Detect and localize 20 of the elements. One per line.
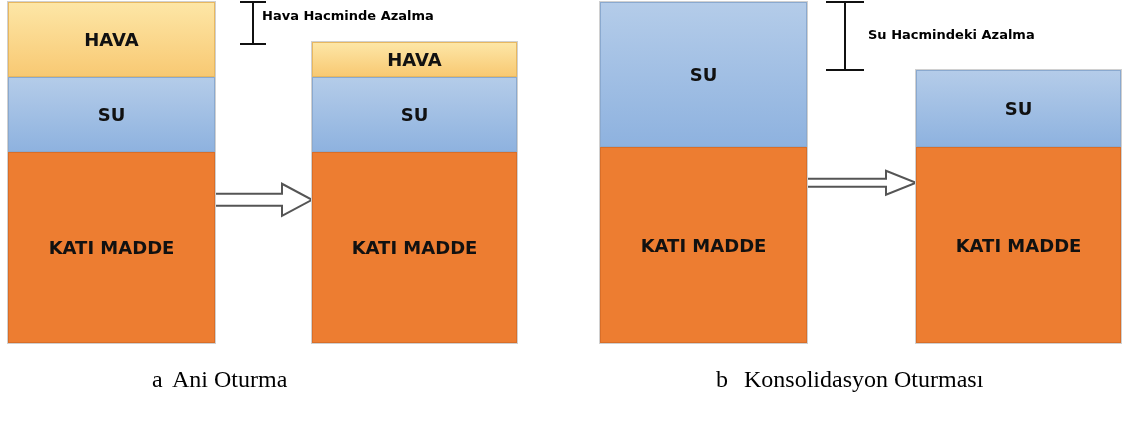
water-layer: SU (8, 77, 215, 152)
solid-layer: KATI MADDE (312, 152, 517, 343)
water-layer: SU (600, 2, 807, 147)
figure-letter: a (152, 366, 163, 393)
water-layer: SU (916, 70, 1121, 147)
air-layer: HAVA (8, 2, 215, 77)
figure-letter: b (716, 366, 728, 393)
soil-column (8, 2, 215, 343)
water-layer: SU (312, 77, 517, 152)
soil-column (312, 42, 517, 343)
dimension-label: Su Hacmindeki Azalma (868, 27, 1035, 42)
figure-caption: Ani Oturma (172, 366, 288, 393)
soil-column (600, 2, 807, 343)
solid-layer: KATI MADDE (916, 147, 1121, 343)
solid-layer: KATI MADDE (600, 147, 807, 343)
figure-caption: Konsolidasyon Oturması (744, 366, 984, 393)
dimension-label: Hava Hacminde Azalma (262, 8, 434, 23)
solid-layer: KATI MADDE (8, 152, 215, 343)
soil-column (916, 70, 1121, 343)
air-layer: HAVA (312, 42, 517, 77)
